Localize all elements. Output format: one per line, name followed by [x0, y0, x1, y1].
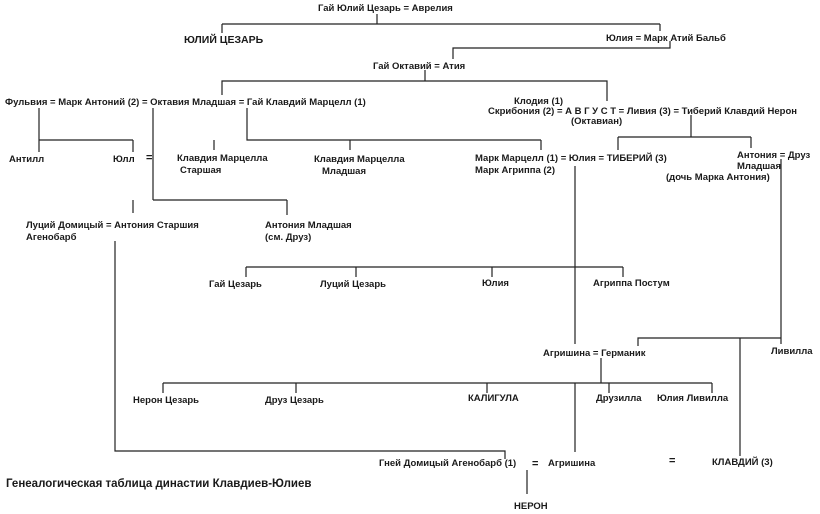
person-antyll: Антилл: [9, 154, 45, 165]
line-domitius-descent: [114, 241, 506, 459]
marriage-sign-agrippina-left: =: [532, 458, 539, 470]
person-claudia-marcella-maior: Клавдия Марцелла: [177, 153, 268, 164]
person-agrippina-germanicus: Агришина = Германик: [543, 348, 646, 359]
line-fulvia-children: [38, 108, 134, 152]
line-germanicus-children: [162, 358, 713, 452]
line-atia-children: [221, 70, 608, 101]
person-lucius-caesar: Луций Цезарь: [320, 279, 386, 290]
person-claudia-marcella-maior-note: Старшая: [180, 165, 222, 176]
line-drusus-children: [637, 159, 782, 456]
person-clodia: Клодия (1): [514, 96, 564, 107]
person-julia-balbus: Юлия = Марк Атий Бальб: [606, 33, 726, 44]
person-antonia-drusus: Антония = Друз: [737, 150, 811, 161]
person-nero: НЕРОН: [514, 501, 548, 512]
person-gaius-caesar: Гай Цезарь: [209, 279, 262, 290]
person-gnaeus-domitius: Гней Домицый Агенобарб (1): [379, 458, 517, 469]
person-lucius-domitius-cognomen: Агенобарб: [26, 232, 77, 243]
person-antonia-minor-ref: Антония Младшая: [265, 220, 352, 231]
line-antony-octavia-children: [132, 108, 288, 215]
person-julia-livilla: Юлия Ливилла: [657, 393, 729, 404]
person-livilla: Ливилла: [771, 346, 813, 357]
person-octavian-note: (Октавиан): [571, 116, 623, 127]
line-agrippa-children: [245, 166, 624, 277]
person-nero-caesar: Нерон Цезарь: [133, 395, 199, 406]
person-agrippa: Марк Агриппа (2): [475, 165, 555, 176]
line-julia-atia: [452, 41, 671, 59]
person-julius-caesar: ЮЛИЙ ЦЕЗАРЬ: [184, 34, 264, 46]
person-lucius-domitius-antonia: Луций Домицый = Антония Старшия: [26, 220, 199, 231]
person-antonia-parent-note: (дочь Марка Антония): [666, 172, 770, 183]
person-antonia-minor: Младшая: [737, 161, 782, 172]
person-agrippina-minor: Агришина: [548, 458, 596, 469]
line-livia-children: [617, 115, 752, 150]
person-antonia-minor-ref-note: (см. Друз): [265, 232, 312, 243]
marriage-sign-yull: =: [146, 152, 153, 164]
diagram-caption: Генеалогическая таблица династии Клавдие…: [6, 478, 312, 490]
person-yull: Юлл: [113, 154, 135, 165]
person-claudia-marcella-minor-note: Младшая: [322, 166, 367, 177]
person-drusilla: Друзилла: [596, 393, 642, 404]
line-marcellus-children: [213, 108, 542, 150]
person-julia-minor: Юлия: [482, 278, 509, 289]
person-caesar-aurelia: Гай Юлий Цезарь = Аврелия: [318, 3, 453, 14]
person-augustus-line: Скрибония (2) = А В Г У С Т = Ливия (3) …: [488, 106, 797, 117]
person-caligula: КАЛИГУЛА: [468, 393, 519, 404]
person-octavius-atia: Гай Октавий = Атия: [373, 61, 466, 72]
person-drusus-caesar: Друз Цезарь: [265, 395, 324, 406]
person-marcellus-julia-tiberius: Марк Марцелл (1) = Юлия = ТИБЕРИЙ (3): [475, 153, 667, 164]
person-fulvia-antony-octavia-marcellus: Фульвия = Марк Антоний (2) = Октавия Мла…: [5, 97, 366, 108]
person-claudius: КЛАВДИЙ (3): [712, 457, 773, 468]
person-claudia-marcella-minor: Клавдия Марцелла: [314, 154, 405, 165]
line-caesar-children: [221, 14, 661, 33]
person-agrippa-postumus: Агриппа Постум: [593, 278, 670, 289]
marriage-sign-agrippina-right: =: [669, 455, 676, 467]
